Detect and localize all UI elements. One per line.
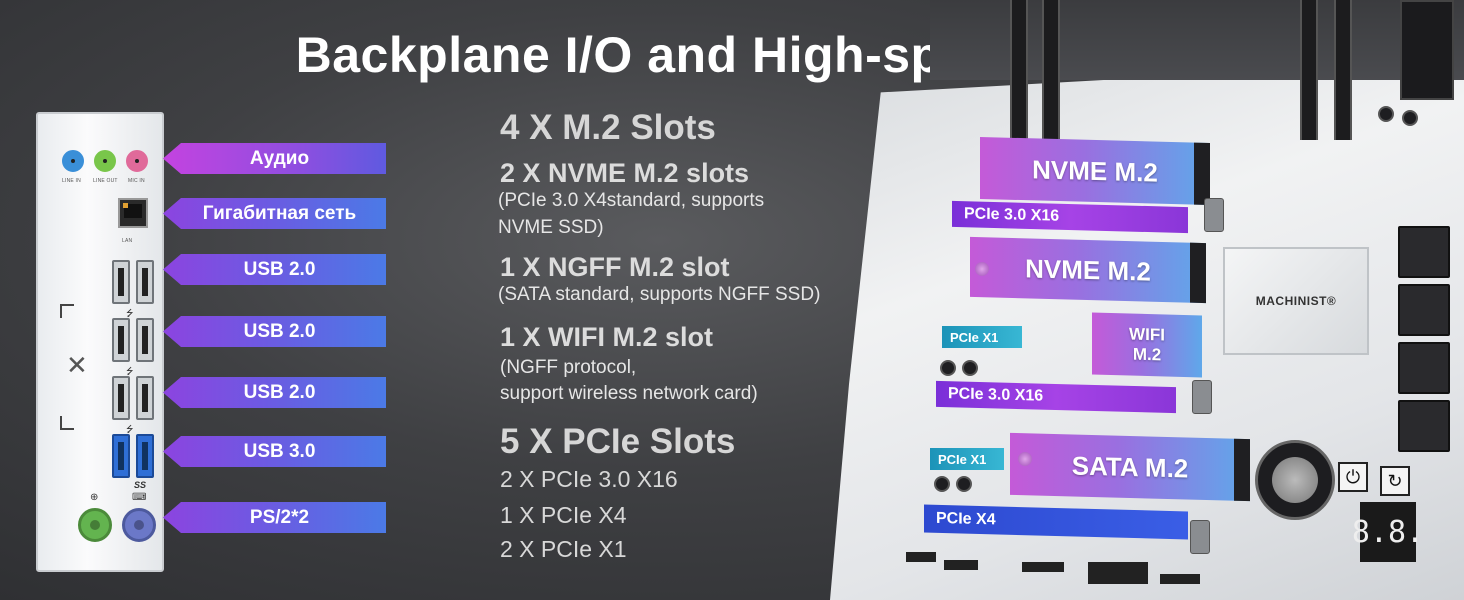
bracket-bottom-left [60,416,74,430]
ps2-mouse-port [78,508,112,542]
nvme-m2-slot-2: NVME M.2 [970,236,1206,304]
m2-heading: 4 X M.2 Slots [500,108,716,147]
capacitor [1378,106,1394,122]
keyboard-icon: ⌨ [132,492,147,503]
pin-header [1022,562,1064,572]
wifi-desc-1: (NGFF protocol, [500,357,637,378]
dimm-slot [1042,0,1060,140]
cmos-battery [1255,440,1335,520]
usb-port [136,318,154,362]
usb-port [136,260,154,304]
pcie-item-3: 2 X PCIe X1 [500,536,627,562]
latch [1204,198,1224,232]
sata-port [1398,400,1450,452]
dimm-slot [1010,0,1028,140]
lan-port [118,198,148,228]
usb-port [136,376,154,420]
cross-mark-icon: ✕ [66,350,88,380]
usb3-pair [112,434,154,478]
usb-icon: ⭍ [126,308,134,318]
jack-label-line-in: LINE IN [62,178,81,184]
label-ps2: PS/2*2 [163,502,386,533]
sata-m2-slot: SATA M.2 [1010,432,1250,502]
sata-port [1398,284,1450,336]
pcie-x1-slot-b: PCIe X1 [930,448,1004,470]
capacitor [934,476,950,492]
bracket-top-left [60,304,74,318]
wifi-title: 1 X WIFI M.2 slot [500,322,714,352]
audio-jack-line-out [94,150,116,172]
nvme-title: 2 X NVME M.2 slots [500,158,750,188]
io-shield: LINE IN LINE OUT MIC IN LAN ⭍ ⭍ ⭍ SS ✕ ⊕… [36,112,164,572]
pcie-x1-slot-a: PCIe X1 [942,326,1022,348]
dimm-slot [1300,0,1318,140]
mouse-icon: ⊕ [90,492,99,503]
pcie-heading: 5 X PCIe Slots [500,422,736,461]
capacitor [962,360,978,376]
sata-port [1398,226,1450,278]
label-usb3: USB 3.0 [163,436,386,467]
usb-pair-3 [112,376,154,420]
usb-port [112,376,130,420]
pin-header [944,560,978,570]
label-usb2-c: USB 2.0 [163,377,386,408]
power-button: ⏻ [1338,462,1368,492]
capacitor [956,476,972,492]
latch [1192,380,1212,414]
screw [975,262,989,276]
usb-pair-2 [112,318,154,362]
jack-label-mic-in: MIC IN [128,178,145,184]
lan-label: LAN [122,238,133,244]
usb3-port [136,434,154,478]
pin-header [906,552,936,562]
chipset-heatsink: MACHINIST® [1223,247,1369,355]
wifi-m2-slot: WIFI M.2 [1092,312,1202,378]
ngff-title: 1 X NGFF M.2 slot [500,252,730,282]
dimm-slot [1334,0,1352,140]
usb3-port [112,434,130,478]
usb-pair-1 [112,260,154,304]
pin-header [1088,562,1148,584]
debug-led-display: 8.8. [1352,502,1424,562]
jack-label-line-out: LINE OUT [93,178,118,184]
label-gigabit-lan: Гигабитная сеть [163,198,386,229]
audio-jack-line-in [62,150,84,172]
label-audio: Аудио [163,143,386,174]
usb3-ss-label: SS [134,480,147,490]
audio-jack-mic-in [126,150,148,172]
ngff-desc: (SATA standard, supports NGFF SSD) [498,284,821,305]
sata-port [1398,342,1450,394]
usb-port [112,318,130,362]
usb-icon: ⭍ [126,424,134,434]
nvme-desc-2: NVME SSD) [498,217,604,238]
pcie-item-1: 2 X PCIe 3.0 X16 [500,466,678,492]
nvme-m2-slot-1: NVME M.2 [980,136,1210,206]
usb-port [112,260,130,304]
pcie-item-2: 1 X PCIe X4 [500,502,627,528]
pin-header [1160,574,1200,584]
usb-icon: ⭍ [126,366,134,376]
capacitor [1402,110,1418,126]
reset-button: ↻ [1380,466,1410,496]
latch [1190,520,1210,554]
capacitor [940,360,956,376]
wifi-desc-2: support wireless network card) [500,383,758,404]
power-connector [1400,0,1454,100]
screw [1018,452,1032,466]
ps2-keyboard-port [122,508,156,542]
label-usb2-b: USB 2.0 [163,316,386,347]
chipset-logo: MACHINIST® [1255,294,1337,308]
nvme-desc-1: (PCIe 3.0 X4standard, supports [498,190,765,211]
label-usb2-a: USB 2.0 [163,254,386,285]
